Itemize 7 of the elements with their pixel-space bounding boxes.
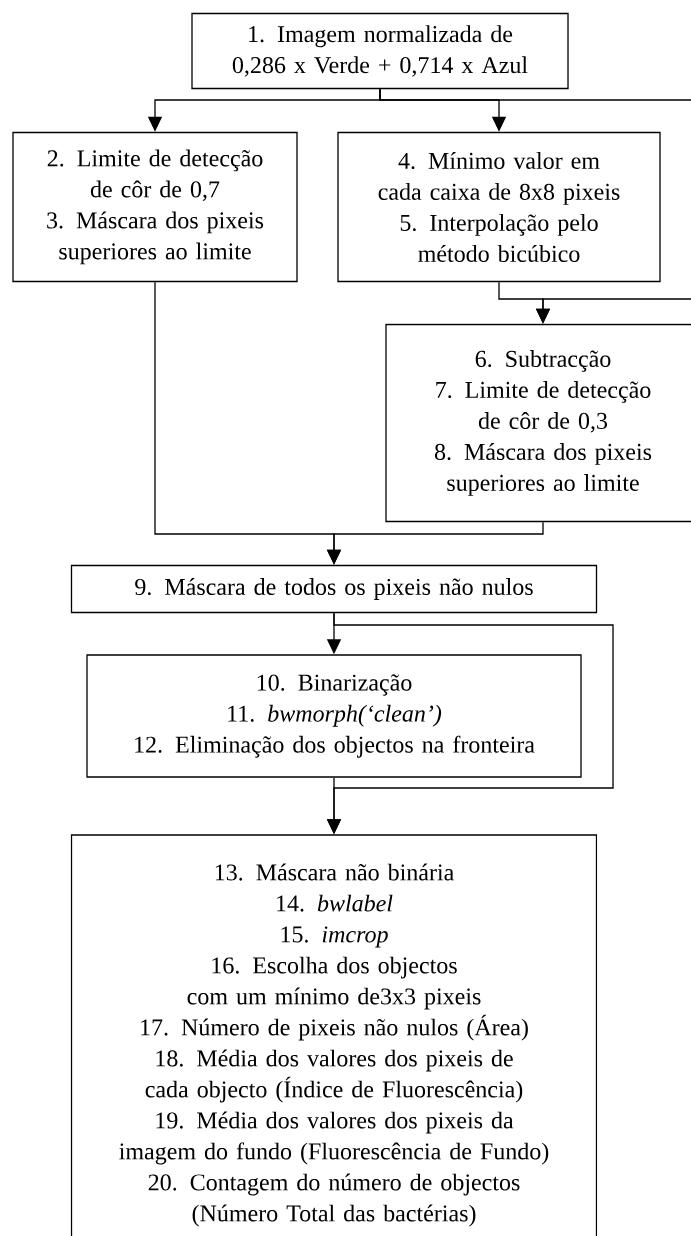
process-box: 2. Limite de detecção de côr de 0,7 3. Máscara dos pixeis superiores ao limite — [12, 131, 298, 283]
process-box: 4. Mínimo valor em cada caixa de 8x8 pixeis 5. Interpolação pelo método bicúbico — [337, 131, 661, 283]
process-box: 6. Subtracção 7. Limite de detecção de côr de 0,3 8. Máscara dos pixeis superiores ao limite — [385, 323, 691, 523]
process-box: 13. Máscara não binária 14. bwlabel 15. imcrop 16. Escolha dos objectos com um mínimo de3x3 pixeis 17. Número de pixeis não nulos (Área) 18. Média dos valores dos pixeis de cada objecto (Índice de Fluorescência) 19. Média dos valores dos pixeis da imagem do fundo (Fluorescência de Fundo) 20. Contagem do número de objectos (Número Total das bactérias) — [70, 834, 598, 1236]
process-box: 10. Binarização 11. bwmorph(‘clean’) 12. Eliminação dos objectos na fronteira — [86, 654, 582, 778]
process-box: 9. Máscara de todos os pixeis não nulos — [70, 564, 598, 614]
process-box: 1. Imagem normalizada de 0,286 x Verde + 0,714 x Azul — [191, 12, 569, 90]
